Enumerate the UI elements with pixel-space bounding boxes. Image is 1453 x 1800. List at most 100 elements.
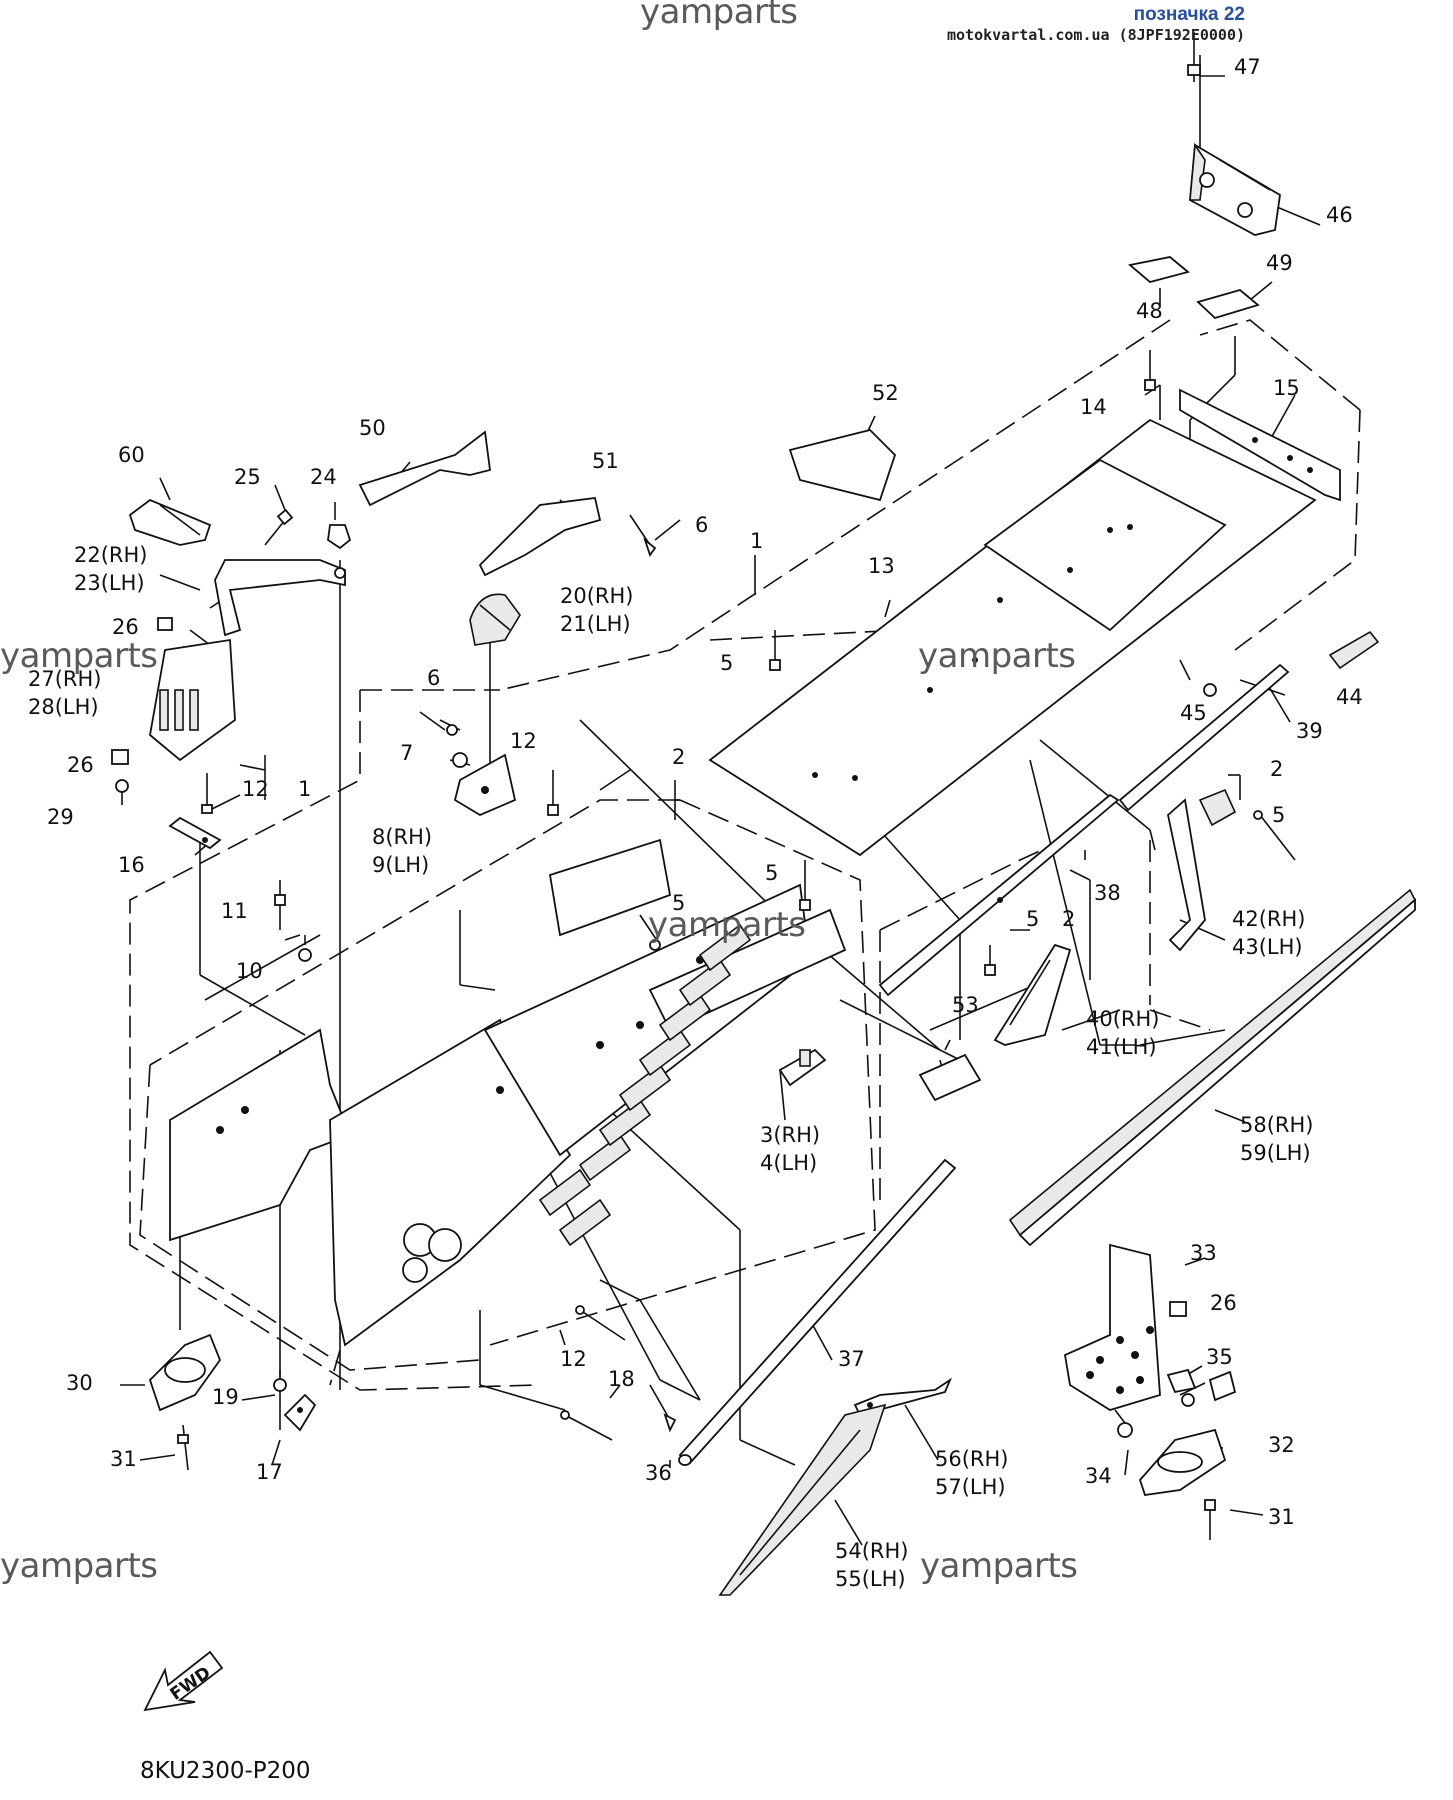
bolt-10-icon (298, 935, 312, 962)
rivet-36-icon (649, 1384, 677, 1433)
tunnel-frame-3-icon (169, 838, 847, 1347)
callout-label: 41(LH) (1086, 1035, 1157, 1059)
callout-labels: 47 46 48 49 14 15 52 50 51 60 25 24 6 1 … (28, 55, 1363, 1591)
clip-26-lower-icon (111, 749, 129, 765)
callout-label: 9(LH) (372, 853, 429, 877)
block-53-icon (918, 1053, 982, 1102)
rivet-45-icon (1203, 683, 1217, 697)
callout-label: 27(RH) (28, 667, 102, 691)
bracket-15-icon (1179, 388, 1341, 502)
callout-label: 22(RH) (74, 543, 148, 567)
callout-label: 31 (1268, 1505, 1295, 1529)
callout-label: 16 (118, 853, 145, 877)
callout-label: 2 (1270, 757, 1283, 781)
decal-52-icon (788, 429, 897, 502)
bolt-35-icon (1166, 1368, 1197, 1407)
decal-48-icon (1128, 256, 1190, 283)
callout-label: 5 (672, 891, 685, 915)
callout-label: 53 (952, 993, 979, 1017)
callout-label: 13 (868, 554, 895, 578)
callout-label: 39 (1296, 719, 1323, 743)
callout-label: 28(LH) (28, 695, 99, 719)
callout-label: 12 (242, 777, 269, 801)
callout-label: 35 (1206, 1345, 1233, 1369)
callout-label: 8(RH) (372, 825, 432, 849)
bracket-27-icon (149, 638, 236, 762)
callout-label: 6 (427, 666, 440, 690)
callout-label: 32 (1268, 1433, 1295, 1457)
bolt-34-icon (1114, 1409, 1133, 1438)
decal-49-icon (1196, 289, 1260, 320)
cover-60-icon (128, 498, 212, 546)
callout-label: 42(RH) (1232, 907, 1306, 931)
callout-label: 56(RH) (935, 1447, 1009, 1471)
bracket-8-icon (453, 753, 517, 817)
rivet-12-low-icon (575, 1305, 626, 1341)
bolt-25-icon (264, 508, 294, 546)
plate-16-icon (168, 816, 222, 850)
source-caption: motokvartal.com.ua (8JPF192E0000) (946, 26, 1245, 44)
callout-label: 40(RH) (1086, 1007, 1160, 1031)
callout-label: 2 (1062, 907, 1075, 931)
callout-label: 18 (608, 1367, 635, 1391)
callout-label: 50 (359, 416, 386, 440)
callout-label: 45 (1180, 701, 1207, 725)
callout-label: 49 (1266, 251, 1293, 275)
callout-label: 47 (1234, 55, 1261, 79)
callout-label: 52 (872, 381, 899, 405)
watermark: yamparts (648, 905, 806, 945)
callout-label: 55(LH) (835, 1567, 906, 1591)
pad-32-icon (1138, 1370, 1237, 1496)
watermark: yamparts (918, 636, 1076, 676)
callout-label: 2 (672, 745, 685, 769)
callout-label: 46 (1326, 203, 1353, 227)
callout-label: 12 (560, 1347, 587, 1371)
callout-label: 33 (1190, 1241, 1217, 1265)
rivet-11-icon (274, 880, 286, 930)
watermark-top: yamparts (640, 0, 798, 32)
rail-39-icon (1118, 663, 1290, 812)
rivet-12-icon (201, 773, 213, 814)
reflector-44-icon (1328, 630, 1380, 670)
callout-label: 38 (1094, 881, 1121, 905)
watermark: yamparts (0, 636, 158, 676)
callout-label: 15 (1273, 376, 1300, 400)
callout-label: 11 (221, 899, 248, 923)
rivet-31-right-icon (1204, 1499, 1216, 1540)
callout-label: 29 (47, 805, 74, 829)
tube-37-icon (678, 1158, 957, 1466)
callout-label: 43(LH) (1232, 935, 1303, 959)
gusset-40-icon (993, 943, 1072, 1046)
callout-label: 44 (1336, 685, 1363, 709)
decal-50-icon (358, 430, 491, 507)
callout-label: 31 (110, 1447, 137, 1471)
watermark: yamparts (0, 1546, 158, 1586)
callout-label: 21(LH) (560, 612, 631, 636)
tunnel-cover-13-icon (708, 418, 1317, 857)
callout-label: 57(LH) (935, 1475, 1006, 1499)
callout-label: 4(LH) (760, 1151, 817, 1175)
callout-label: 12 (510, 729, 537, 753)
bracket-46-icon (1189, 142, 1281, 236)
rivet-14-icon (1144, 350, 1156, 391)
footrest-33-icon (1063, 1243, 1161, 1411)
rivet-31-left-icon (177, 1424, 189, 1471)
rivet-5-right-icon (1253, 810, 1296, 861)
callout-label: 34 (1085, 1464, 1112, 1488)
callout-label: 30 (66, 1371, 93, 1395)
callout-label: 19 (212, 1385, 239, 1409)
callout-label: 20(RH) (560, 584, 634, 608)
rivet-5-center-icon (799, 860, 811, 911)
callout-label: 54(RH) (835, 1539, 909, 1563)
callout-label: 10 (236, 959, 263, 983)
plate-30-icon (148, 1333, 222, 1412)
runner-58-icon (1008, 888, 1416, 1247)
callout-label: 5 (720, 651, 733, 675)
callout-label: 60 (118, 443, 145, 467)
callout-label: 24 (310, 465, 337, 489)
link-label[interactable]: позначка 22 (1133, 4, 1245, 25)
plate-id: 8KU2300-P200 (140, 1758, 311, 1784)
bar-22-icon (214, 559, 346, 637)
callout-label: 17 (256, 1460, 283, 1484)
